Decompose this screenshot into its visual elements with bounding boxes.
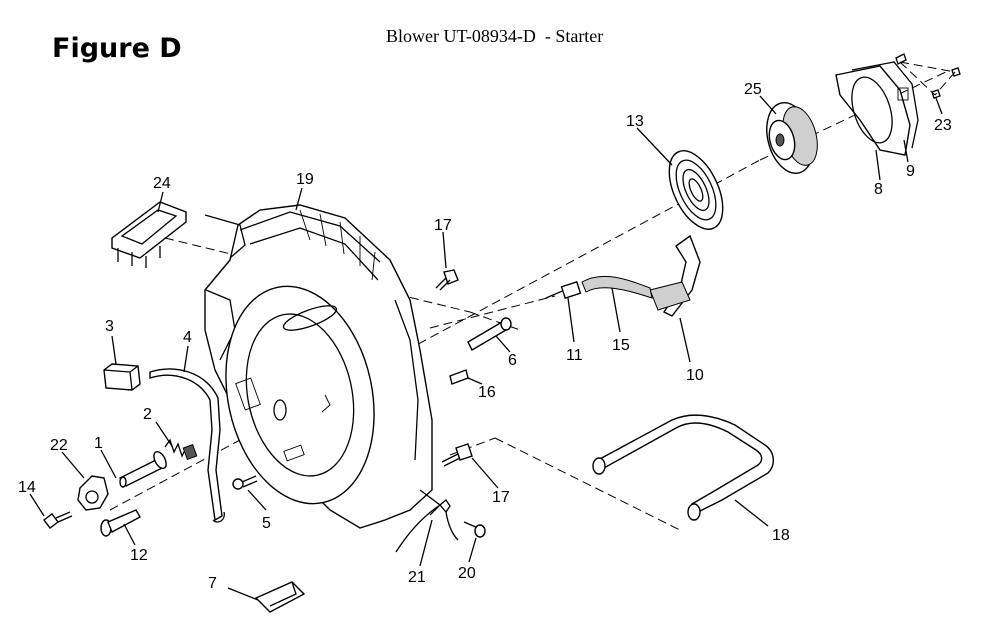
screw-16 <box>449 369 469 385</box>
callout-8: 8 <box>874 181 883 198</box>
callout-23: 23 <box>934 117 952 134</box>
wire-21 <box>395 499 459 553</box>
long-bolt-6 <box>467 317 512 351</box>
callout-6: 6 <box>508 352 517 369</box>
callout-4: 4 <box>183 329 192 346</box>
screw-20 <box>463 521 486 538</box>
callout-9: 9 <box>906 163 915 180</box>
starter-handle-10 <box>649 234 701 317</box>
leader-lines <box>29 95 943 601</box>
spring-bar-4 <box>149 368 225 523</box>
rope-sleeve-15 <box>581 275 653 299</box>
callout-1: 1 <box>94 435 103 452</box>
figure-label: Figure D <box>52 33 182 64</box>
shaft-1 <box>118 451 168 488</box>
callout-15: 15 <box>612 337 630 354</box>
rope-11 <box>545 280 582 300</box>
callout-3: 3 <box>105 318 114 335</box>
callout-17-lower: 17 <box>492 489 510 506</box>
spring-2 <box>164 438 198 460</box>
housing-front-cover <box>225 285 375 505</box>
screws-23 <box>895 53 961 99</box>
bolt-17-upper <box>435 269 459 291</box>
callout-10: 10 <box>686 367 704 384</box>
callout-22: 22 <box>50 437 68 454</box>
callout-11: 11 <box>566 347 583 364</box>
pin-12 <box>100 509 141 537</box>
callout-13: 13 <box>626 113 644 130</box>
screw-5 <box>232 475 258 490</box>
clip-bracket-24 <box>111 201 187 268</box>
callout-24: 24 <box>153 175 171 192</box>
callout-14: 14 <box>18 479 36 496</box>
callout-numbers: 1 2 3 4 5 6 7 8 9 10 11 12 13 14 15 16 1… <box>18 81 952 592</box>
callout-5: 5 <box>262 515 271 532</box>
callout-7: 7 <box>208 575 217 592</box>
callout-2: 2 <box>143 406 152 423</box>
handle-18 <box>592 414 774 521</box>
diagram-title: Blower UT-08934-D - Starter <box>386 26 604 46</box>
callout-21: 21 <box>408 569 426 586</box>
screw-14 <box>43 511 73 529</box>
callout-18: 18 <box>772 527 790 544</box>
recoil-spring-13 <box>668 150 724 230</box>
latch-22 <box>77 475 109 511</box>
callout-25: 25 <box>744 81 762 98</box>
callout-16: 16 <box>478 384 496 401</box>
pulley-25 <box>766 102 818 174</box>
callout-12: 12 <box>130 547 148 564</box>
bolt-17-lower <box>441 443 473 467</box>
callout-20: 20 <box>458 565 476 582</box>
pad-7 <box>254 581 306 613</box>
block-3 <box>103 363 141 391</box>
callout-17-upper: 17 <box>434 217 452 234</box>
starter-cover-8-9 <box>835 61 919 156</box>
callout-19: 19 <box>296 171 314 188</box>
